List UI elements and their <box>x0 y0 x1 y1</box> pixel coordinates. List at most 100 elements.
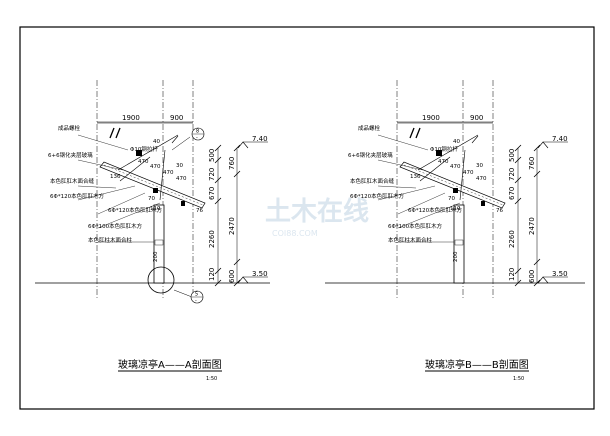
tie-rod <box>417 134 479 171</box>
cut-mark <box>409 127 415 139</box>
dim-right-outer: 760 <box>528 157 536 170</box>
callout-num: 5 <box>195 292 198 298</box>
dim-ticks <box>514 144 541 287</box>
svg-text:3.50: 3.50 <box>252 270 268 278</box>
dim-right-inner: 670 <box>508 187 516 200</box>
dim-right-outer: 2470 <box>228 217 236 235</box>
section-b: 1900 900 40 470 470 470 470 30 76 136 70… <box>325 80 585 382</box>
svg-text:7.40: 7.40 <box>252 135 268 143</box>
brace <box>459 149 466 201</box>
small-dim: 136 <box>410 174 421 180</box>
section-a: 1900 900 5 - 8 - 40 470 47 <box>35 80 270 382</box>
label-beam-2: 6Φ*120本色肛肛木方 <box>408 206 463 214</box>
dim-right-outer: 2470 <box>528 217 536 235</box>
watermark: 土木在线 COI88.COM <box>265 197 369 238</box>
angle-label: 470 <box>476 176 487 182</box>
label-leaders <box>377 134 461 243</box>
label-beam-3: 6Φ*100本色肛肛木方 <box>388 222 443 230</box>
small-dim: 136 <box>110 174 121 180</box>
dim-top-2: 900 <box>170 114 183 122</box>
svg-text:3.50: 3.50 <box>552 270 568 278</box>
label-seam: 本色肛肛木面合缝 <box>350 177 395 185</box>
label-tie-rod: Φ10钢拉杆 <box>130 145 158 153</box>
dim-ticks <box>214 144 241 287</box>
angle-label: 470 <box>450 164 461 170</box>
label-beam-3: 6Φ*100本色肛肛木方 <box>88 222 143 230</box>
label-beam-2: 6Φ*120本色肛肛木方 <box>108 206 163 214</box>
dim-top-1: 1900 <box>422 114 440 122</box>
dim-top-2: 900 <box>470 114 483 122</box>
angle-label: 470 <box>138 159 149 165</box>
column-band <box>454 239 464 246</box>
timber-section <box>481 201 485 206</box>
dim-right-inner: 720 <box>208 168 216 181</box>
label-beam-1: 6Φ*120本色肛肛木方 <box>350 192 405 200</box>
section-title: 玻璃凉亭A——A剖面图 <box>118 358 222 371</box>
timber-section <box>181 201 185 206</box>
leader-line <box>171 136 191 151</box>
brace <box>119 156 151 182</box>
svg-text:7.40: 7.40 <box>552 135 568 143</box>
angle-label: 40 <box>153 139 160 145</box>
small-dim: 110 <box>150 206 161 212</box>
dim-right-inner: 720 <box>508 168 516 181</box>
elevation-top: 7.40 <box>237 135 268 149</box>
small-dim: 110 <box>450 206 461 212</box>
angle-label: 470 <box>150 164 161 170</box>
dim-right-outer: 600 <box>228 270 236 283</box>
label-column: 本色肛柱木面合柱 <box>388 236 433 244</box>
column <box>153 204 165 284</box>
angle-label: 470 <box>163 170 174 176</box>
dim-right-outer: 760 <box>228 157 236 170</box>
angle-label: 30 <box>476 163 483 169</box>
angle-label: 30 <box>176 163 183 169</box>
dim-right-inner: 2260 <box>508 230 516 248</box>
timber-section <box>153 188 158 193</box>
cut-mark <box>115 127 121 139</box>
tie-rod <box>471 135 479 144</box>
callout-num: 8 <box>196 129 199 135</box>
label-seam: 本色肛肛木面合缝 <box>50 177 95 185</box>
label-tie-rod: Φ10钢拉杆 <box>430 145 458 153</box>
tie-rod <box>171 135 179 144</box>
detail-circle <box>147 266 175 294</box>
small-dim: 76 <box>196 208 203 214</box>
label-glass: 6+6钢化夹层玻璃 <box>348 151 393 159</box>
dim-right-inner: 500 <box>208 149 216 162</box>
small-dim: 200 <box>453 251 459 262</box>
roof-glass <box>399 161 506 209</box>
column <box>453 204 465 284</box>
elevation-bottom: 3.50 <box>537 270 568 284</box>
drawing-border <box>19 26 595 410</box>
column-band <box>154 239 164 246</box>
timber-section <box>436 150 442 156</box>
brace <box>159 149 166 201</box>
angle-label: 470 <box>463 170 474 176</box>
roof-joist <box>103 164 204 206</box>
label-bolt: 成品螺栓 <box>358 124 381 132</box>
callout-sub: - <box>195 298 197 304</box>
dim-right-inner: 670 <box>208 187 216 200</box>
roof-joist <box>403 164 504 206</box>
label-glass: 6+6钢化夹层玻璃 <box>48 151 93 159</box>
small-dim: 200 <box>153 251 159 262</box>
roof-glass <box>99 161 206 209</box>
label-beam-1: 6Φ*120本色肛肛木方 <box>50 192 105 200</box>
dim-right-outer: 600 <box>528 270 536 283</box>
dim-right-inner: 120 <box>508 268 516 281</box>
angle-label: 470 <box>176 176 187 182</box>
timber-section <box>453 188 458 193</box>
section-title: 玻璃凉亭B——B剖面图 <box>425 358 529 371</box>
leader-line <box>173 289 193 298</box>
label-bolt: 成品螺栓 <box>58 124 81 132</box>
dim-right-inner: 120 <box>208 268 216 281</box>
timber-section <box>136 150 142 156</box>
angle-label: 40 <box>453 139 460 145</box>
small-dim: 76 <box>496 208 503 214</box>
elevation-top: 7.40 <box>537 135 568 149</box>
label-leaders <box>77 134 161 243</box>
small-dim: 70 <box>148 196 155 202</box>
tie-rod <box>117 134 179 171</box>
